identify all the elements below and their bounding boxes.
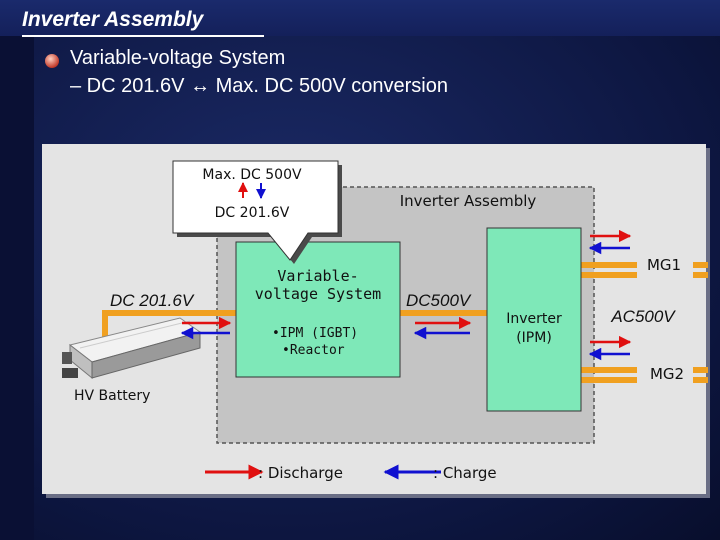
left-decor-bar xyxy=(0,0,34,540)
battery-cable xyxy=(102,310,236,338)
battery-label: HV Battery xyxy=(74,388,150,404)
mg2-label-box xyxy=(637,360,693,386)
mg1-label-box xyxy=(637,249,693,279)
slide-title: Inverter Assembly xyxy=(22,8,204,31)
voltage-callout xyxy=(172,160,342,264)
inverter-label-line1: Inverter xyxy=(506,311,562,327)
hv-battery-image xyxy=(62,317,202,380)
bullet-text-line2: – DC 201.6V ↔ Max. DC 500V conversion xyxy=(70,75,448,97)
dc-bus-voltage-label: DC500V xyxy=(406,291,472,310)
title-strip xyxy=(0,0,720,36)
variable-voltage-system-box xyxy=(235,241,401,378)
callout-min-voltage: DC 201.6V xyxy=(215,205,290,221)
battery-voltage-label: DC 201.6V xyxy=(110,291,195,310)
mg1-label: MG1 xyxy=(647,256,681,274)
callout-max-voltage: Max. DC 500V xyxy=(202,167,302,183)
legend-discharge-label: : Discharge xyxy=(258,464,343,482)
inverter-box xyxy=(486,227,582,412)
converter-label-line2: voltage System xyxy=(255,285,381,303)
converter-label-line1: Variable- xyxy=(277,267,358,285)
inverter-label-line2: (IPM) xyxy=(516,330,552,346)
mg2-label: MG2 xyxy=(650,365,684,383)
converter-item-reactor: •Reactor xyxy=(282,343,345,358)
converter-item-ipm: •IPM (IGBT) xyxy=(272,326,358,341)
title-underline xyxy=(22,35,264,37)
ac-voltage-label: AC500V xyxy=(610,307,676,326)
inverter-assembly-label: Inverter Assembly xyxy=(400,192,537,210)
legend-charge-label: : Charge xyxy=(433,464,497,482)
bullet-icon xyxy=(45,54,59,68)
bullet-text-line1: Variable-voltage System xyxy=(70,47,286,69)
